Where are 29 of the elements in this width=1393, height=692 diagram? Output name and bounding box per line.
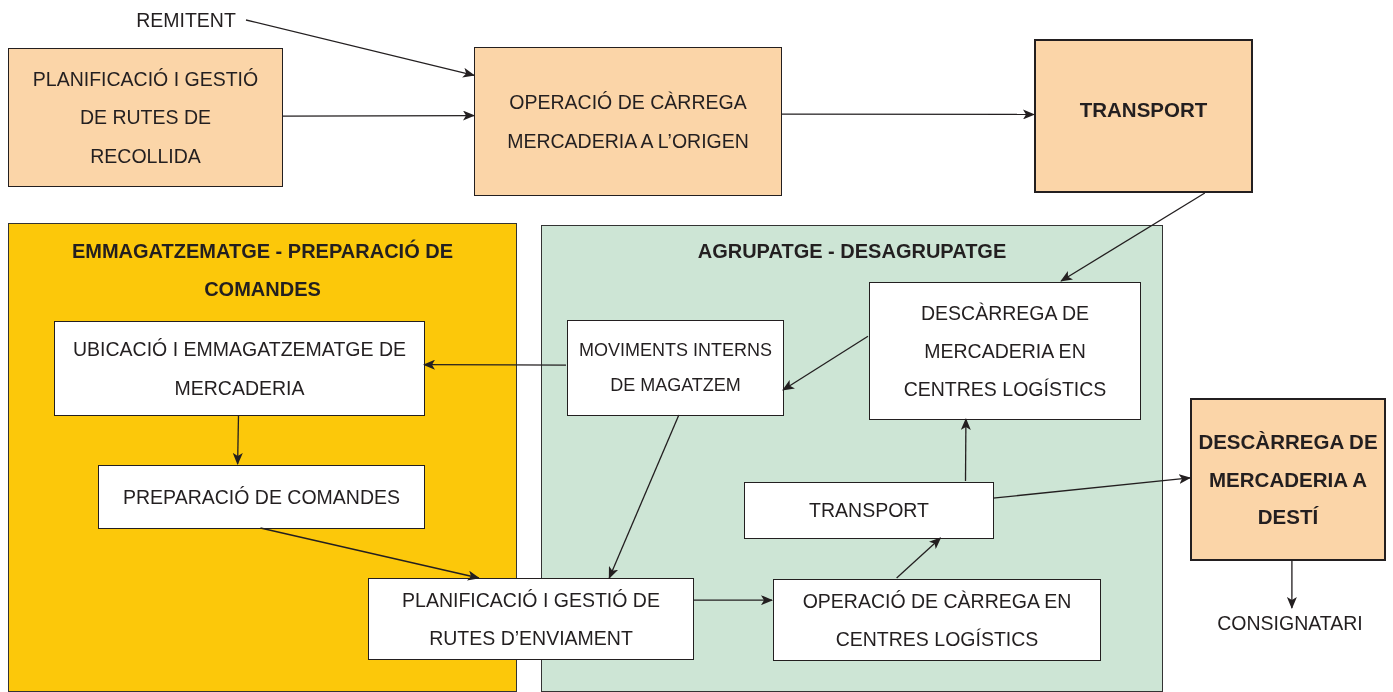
process-box: PLANIFICACIÓ I GESTIÓ DE RUTES DE RECOLLIDA — [8, 48, 283, 187]
arrow — [781, 109, 1035, 120]
process-box: PLANIFICACIÓ I GESTIÓ DE RUTES D’ENVIAMENT — [368, 578, 694, 660]
flow-label: CONSIGNATARI — [1217, 611, 1363, 636]
arrow — [423, 359, 567, 370]
process-box: OPERACIÓ DE CÀRREGA MERCADERIA A L’ORIGEN — [474, 47, 782, 196]
arrow — [992, 474, 1191, 499]
process-box: DESCÀRREGA DE MERCADERIA A DESTÍ — [1190, 398, 1386, 561]
panel-heading: EMMAGATZEMATGE - PREPARACIÓ DE COMANDES — [70, 238, 455, 302]
arrow — [282, 110, 475, 121]
arrow — [896, 537, 942, 579]
arrow — [259, 527, 480, 581]
process-box: TRANSPORT — [744, 482, 994, 539]
process-box: OPERACIÓ DE CÀRREGA EN CENTRES LOGÍSTICS — [773, 579, 1101, 661]
process-box: TRANSPORT — [1034, 39, 1253, 193]
arrow — [245, 19, 475, 78]
process-box: DESCÀRREGA DE MERCADERIA EN CENTRES LOGÍSTICS — [869, 282, 1141, 420]
arrow — [693, 595, 773, 606]
arrow — [232, 414, 243, 465]
arrow — [608, 414, 680, 579]
arrow — [1286, 560, 1297, 609]
arrow — [782, 335, 869, 391]
process-box: PREPARACIÓ DE COMANDES — [98, 465, 425, 529]
process-box: UBICACIÓ I EMMAGATZEMATGE DE MERCADERIA — [54, 321, 425, 416]
panel-heading: AGRUPATGE - DESAGRUPATGE — [696, 239, 1008, 264]
process-box: MOVIMENTS INTERNS DE MAGATZEM — [567, 320, 784, 416]
flow-label: REMITENT — [136, 8, 236, 33]
arrow — [960, 418, 971, 482]
arrow — [1060, 192, 1206, 282]
